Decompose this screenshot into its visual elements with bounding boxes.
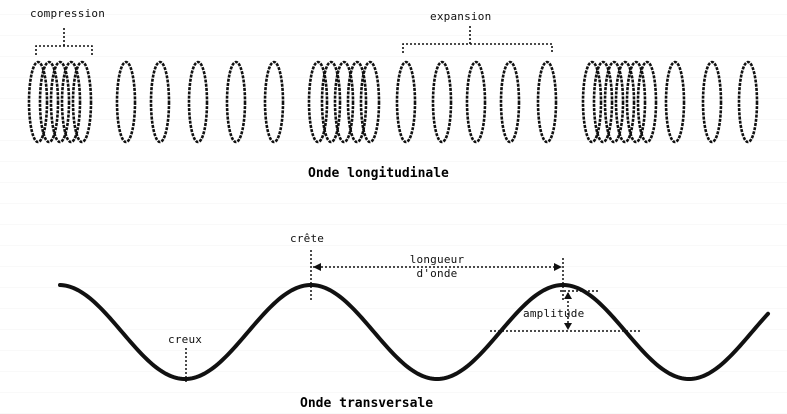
ring — [666, 62, 684, 142]
wavelength-label: longueur d'onde — [398, 253, 476, 281]
longitudinal-wave-title: Onde longitudinale — [308, 166, 449, 181]
wavelength-label-line1: longueur — [410, 253, 465, 266]
compression-label: compression — [30, 7, 105, 20]
wavelength-arrow-head-left — [313, 263, 321, 271]
ring — [605, 62, 623, 142]
wavelength-label-line2: d'onde — [417, 267, 458, 280]
expansion-bracket — [403, 26, 552, 53]
ring — [583, 62, 601, 142]
ring — [433, 62, 451, 142]
ring — [627, 62, 645, 142]
ring — [40, 62, 58, 142]
compression-bracket — [36, 26, 92, 55]
ring — [616, 62, 634, 142]
ring — [638, 62, 656, 142]
wavelength-arrow-head-right — [554, 263, 562, 271]
ring — [501, 62, 519, 142]
amplitude-label: amplitude — [523, 307, 584, 320]
ring — [227, 62, 245, 142]
amplitude-arrow-head-top — [564, 292, 572, 299]
trough-label: creux — [168, 333, 202, 346]
longitudinal-wave-rings — [29, 62, 757, 142]
ring — [117, 62, 135, 142]
ring — [29, 62, 47, 142]
expansion-label: expansion — [430, 10, 491, 23]
ring — [397, 62, 415, 142]
ring — [189, 62, 207, 142]
crest-label: crête — [290, 232, 324, 245]
ring — [467, 62, 485, 142]
ring — [151, 62, 169, 142]
ring — [73, 62, 91, 142]
ring — [739, 62, 757, 142]
ring — [265, 62, 283, 142]
ring — [51, 62, 69, 142]
ring — [538, 62, 556, 142]
amplitude-arrow-head-bottom — [564, 323, 572, 330]
transverse-wave-title: Onde transversale — [300, 396, 433, 411]
ring — [62, 62, 80, 142]
transverse-wave-curve — [60, 285, 768, 379]
ring — [594, 62, 612, 142]
ring — [703, 62, 721, 142]
